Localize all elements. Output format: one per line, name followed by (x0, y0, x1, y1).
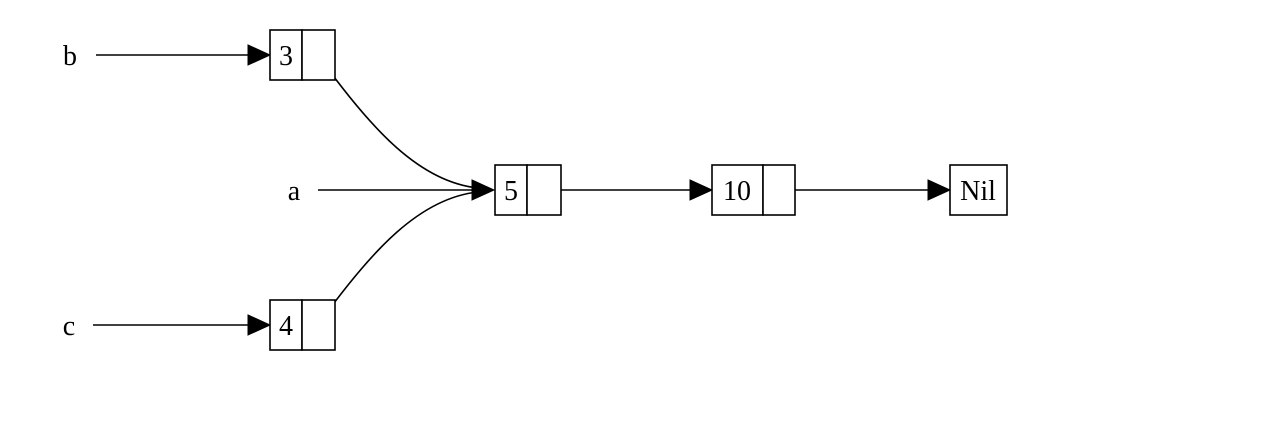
nodes: 3 4 5 10 Nil (269, 29, 1008, 351)
nil-value: Nil (960, 176, 996, 207)
variable-label-c: c (63, 311, 75, 342)
list-node-10: 10 (711, 164, 796, 216)
node-3-value-cell (269, 29, 303, 81)
node-4-value-cell (269, 299, 303, 351)
edges (93, 44, 952, 336)
list-node-4: 4 (269, 299, 336, 351)
arrowhead-nil (927, 179, 952, 201)
arrowhead-node-4 (247, 314, 272, 336)
nil-cell (949, 164, 1008, 216)
list-node-3: 3 (269, 29, 336, 81)
node-10-value-cell (711, 164, 764, 216)
arrowhead-node-5 (471, 179, 496, 201)
arrowhead-node-10 (689, 179, 714, 201)
variables: b a c (63, 41, 301, 342)
node-5-next-cell (526, 164, 562, 216)
node-4-value: 4 (279, 311, 293, 342)
edge-node-4-next-to-node-5 (319, 191, 479, 323)
variable-label-b: b (63, 41, 77, 72)
node-3-next-cell (301, 29, 336, 81)
node-4-next-cell (301, 299, 336, 351)
list-node-5: 5 (494, 164, 562, 216)
node-3-value: 3 (279, 41, 293, 72)
node-5-value: 5 (504, 176, 518, 207)
node-10-next-cell (762, 164, 796, 216)
arrowhead-node-3 (247, 44, 272, 66)
edge-node-3-next-to-node-5 (319, 57, 479, 189)
variable-label-a: a (288, 176, 301, 207)
list-node-nil: Nil (949, 164, 1008, 216)
node-10-value: 10 (723, 176, 751, 207)
